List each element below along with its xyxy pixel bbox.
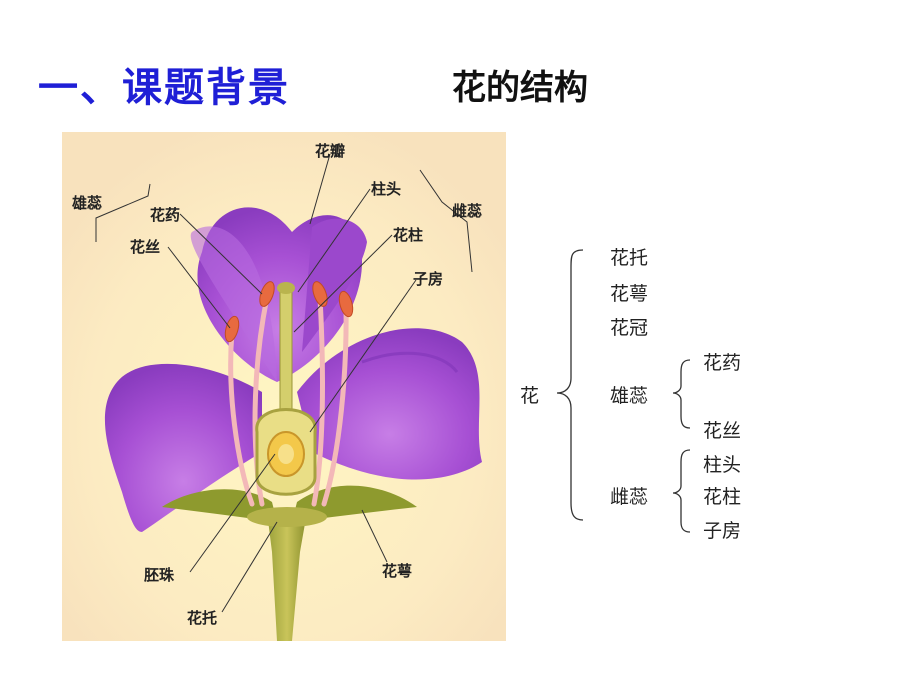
tree-root: 花: [520, 385, 540, 407]
tree-pistil: 雌蕊: [610, 486, 649, 508]
flower-diagram: 花瓣 雄蕊 花药 花丝 柱头 雌蕊 花柱 子房 胚珠 花萼 花托: [62, 132, 506, 641]
tree-stigma: 柱头: [703, 454, 742, 476]
label-ovary: 子房: [413, 270, 444, 288]
tree-ovary: 子房: [703, 520, 742, 542]
label-style: 花柱: [393, 226, 424, 244]
tree-corolla: 花冠: [610, 317, 649, 339]
label-receptacle: 花托: [187, 609, 218, 627]
label-stamen: 雄蕊: [72, 194, 103, 212]
tree-style: 花柱: [703, 486, 742, 508]
flower-structure-tree: 花 花托 花萼 花冠 雄蕊 花药 花丝 雌蕊 柱头 花柱 子房: [505, 238, 805, 558]
tree-sepal: 花萼: [610, 283, 649, 305]
label-stigma: 柱头: [371, 180, 402, 198]
page-title: 一、课题背景: [38, 65, 290, 111]
flower-illustration: [62, 132, 506, 641]
label-anther: 花药: [150, 206, 181, 224]
label-petal: 花瓣: [315, 142, 346, 160]
label-sepal: 花萼: [382, 562, 413, 580]
tree-filament: 花丝: [703, 420, 742, 442]
label-pistil: 雌蕊: [452, 202, 483, 220]
page-subtitle: 花的结构: [452, 68, 588, 108]
label-ovule: 胚珠: [144, 566, 175, 584]
tree-receptacle: 花托: [610, 247, 649, 269]
tree-stamen: 雄蕊: [610, 385, 649, 407]
label-filament: 花丝: [130, 238, 161, 256]
tree-braces: [556, 249, 691, 533]
tree-anther: 花药: [703, 352, 742, 374]
